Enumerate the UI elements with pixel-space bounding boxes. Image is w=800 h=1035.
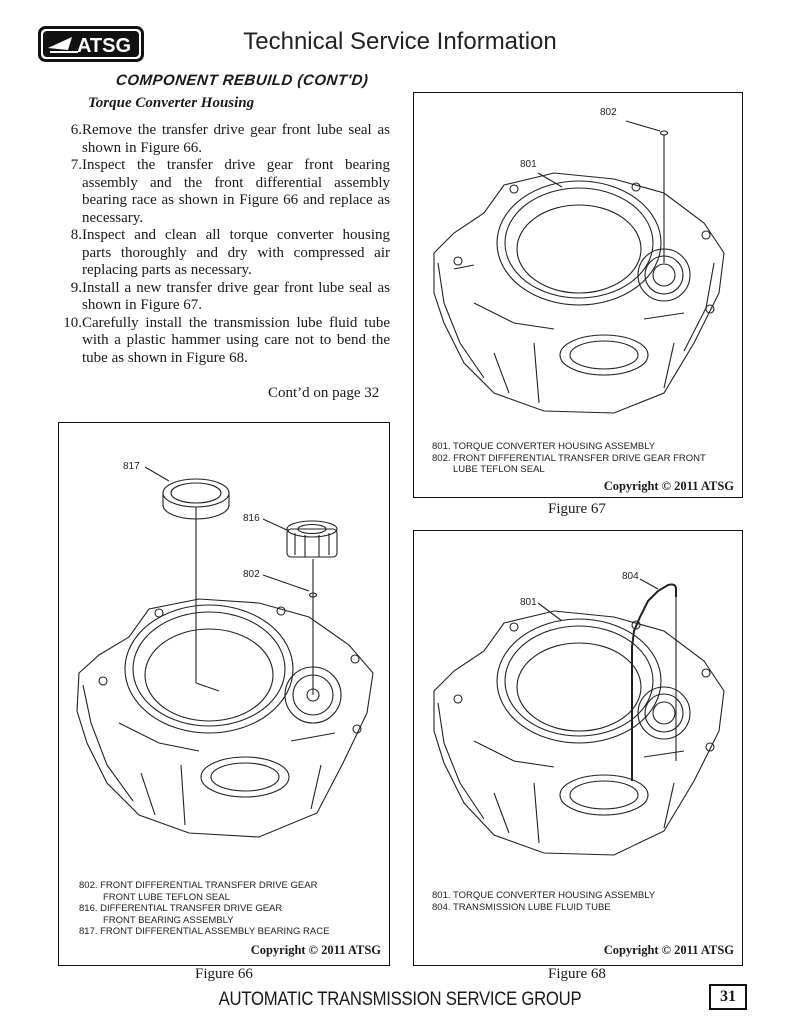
step-text: Install a new transfer drive gear front … (82, 279, 390, 314)
step-number: 10. (63, 314, 82, 331)
step-text: Remove the transfer drive gear front lub… (82, 122, 390, 156)
figure-68-legend: 801. TORQUE CONVERTER HOUSING ASSEMBLY 8… (432, 890, 737, 913)
legend-line: 802. FRONT DIFFERENTIAL TRANSFER DRIVE G… (432, 452, 706, 464)
legend-line: 801. TORQUE CONVERTER HOUSING ASSEMBLY (432, 890, 656, 901)
figure-68-copyright: Copyright © 2011 ATSG (603, 943, 734, 957)
figure-66-frame: 817 816 802 802. FRONT DIFFERENTIAL TRAN… (58, 422, 390, 966)
legend-line: 802. FRONT DIFFERENTIAL TRANSFER DRIVE G… (79, 880, 318, 891)
figure-67-legend: 801. TORQUE CONVERTER HOUSING ASSEMBLY 8… (432, 441, 737, 476)
step-number: 9. (70, 279, 82, 296)
legend-line: 804. TRANSMISSION LUBE FLUID TUBE (432, 901, 611, 913)
page-number: 31 (709, 984, 747, 1010)
continued-note: Cont’d on page 32 (268, 385, 380, 401)
legend-line: LUBE TEFLON SEAL (453, 464, 545, 475)
step-10: 10. Carefully install the transmission l… (58, 315, 390, 368)
callout-802: 802 (243, 569, 260, 580)
step-9: 9. Install a new transfer drive gear fro… (66, 280, 390, 315)
step-number: 8. (70, 227, 82, 243)
figure-66-copyright: Copyright © 2011 ATSG (250, 943, 381, 957)
figure-66-legend: 802. FRONT DIFFERENTIAL TRANSFER DRIVE G… (79, 880, 384, 938)
figure-68-caption: Figure 68 (548, 966, 606, 982)
step-8: 8. Inspect and clean all torque converte… (66, 227, 390, 280)
legend-line: FRONT LUBE TEFLON SEAL (103, 891, 230, 903)
figure-67-caption: Figure 67 (548, 501, 606, 517)
callout-801: 801 (520, 597, 537, 608)
step-text: Carefully install the transmission lube … (82, 314, 390, 366)
section-heading: COMPONENT REBUILD (CONT'D) (115, 72, 370, 89)
logo-text: ATSG (77, 35, 131, 57)
callout-804: 804 (622, 571, 639, 582)
legend-line: FRONT BEARING ASSEMBLY (103, 914, 234, 926)
legend-line: 816. DIFFERENTIAL TRANSFER DRIVE GEAR (79, 903, 283, 914)
page-header-title: Technical Service Information (243, 28, 557, 55)
figure-68-frame: 804 801 801. TORQUE CONVERTER HOUSING AS… (413, 530, 743, 966)
step-number: 7. (70, 157, 82, 173)
step-text: Inspect and clean all torque converter h… (82, 227, 390, 278)
procedure-steps: 6. Remove the transfer drive gear front … (63, 122, 390, 367)
step-number: 6. (70, 122, 82, 138)
figure-68-housing-illustration: 804 801 (433, 571, 725, 856)
figure-67-housing-illustration: 802 801 (433, 107, 725, 414)
atsg-logo: ATSG (38, 26, 144, 62)
figure-66-caption: Figure 66 (195, 966, 253, 982)
figure-66-exploded-illustration: 817 816 802 (76, 461, 374, 838)
legend-line: 817. FRONT DIFFERENTIAL ASSEMBLY BEARING… (79, 926, 330, 937)
callout-801: 801 (520, 159, 537, 170)
callout-817: 817 (123, 461, 140, 472)
figure-67-frame: 802 801 801. TORQUE CONVERTER HOUSING AS… (413, 92, 743, 498)
step-6: 6. Remove the transfer drive gear front … (66, 122, 390, 157)
callout-802: 802 (600, 107, 617, 118)
step-text: Inspect the transfer drive gear front be… (82, 157, 390, 226)
figure-67-copyright: Copyright © 2011 ATSG (603, 479, 734, 493)
legend-line: 801. TORQUE CONVERTER HOUSING ASSEMBLY (432, 441, 656, 452)
step-7: 7. Inspect the transfer drive gear front… (66, 157, 390, 227)
callout-816: 816 (243, 513, 260, 524)
subsection-heading: Torque Converter Housing (88, 95, 255, 111)
footer-title: AUTOMATIC TRANSMISSION SERVICE GROUP (218, 989, 582, 1010)
